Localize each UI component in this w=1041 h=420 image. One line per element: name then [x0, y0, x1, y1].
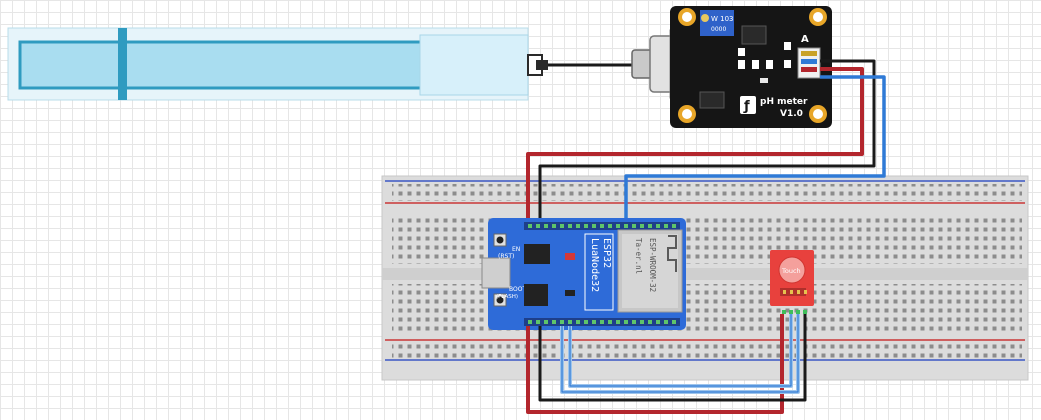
wifi-antenna-trace [667, 235, 677, 272]
esp32-brand-label: LuaNode32 [589, 238, 600, 292]
ph-meter-version: V1.0 [780, 109, 803, 119]
wires-ph-to-esp32 [526, 59, 886, 222]
regulator-chip [524, 244, 550, 264]
touch-pad-label: Touch [781, 267, 801, 275]
signal-type-label: A [801, 34, 809, 45]
probe-handle [419, 34, 529, 96]
boot-button-sublabel: (FLASH) [496, 294, 518, 300]
module-model-label: ESP-WROOM-32 [648, 238, 657, 292]
usb-connector [481, 257, 511, 289]
power-led [565, 253, 575, 260]
esp32-board: EN (RST) BOOT (FLASH) LuaNode32 ESP32 ES… [481, 218, 686, 330]
pot-label: W 103 [711, 15, 734, 23]
pot-sublabel: 0000 [711, 26, 726, 33]
bottom-power-rail [392, 343, 1022, 358]
esp32-model-label: ESP32 [601, 238, 612, 268]
upper-terminal-strip [392, 218, 1022, 264]
logo-glyph: ƒ [743, 99, 750, 114]
top-power-rail [392, 184, 1022, 201]
wire-red-module-vcc [526, 314, 784, 414]
usb-uart-chip [524, 284, 548, 306]
wires-esp32-to-module [526, 314, 807, 414]
touch-pad [778, 256, 806, 284]
module-vendor-label: Ta-er.nl [634, 238, 643, 274]
wire-blue-signal [624, 75, 886, 222]
dfrobot-logo [740, 96, 756, 114]
wire-black-module-gnd [538, 314, 807, 402]
breadboard [381, 175, 1029, 381]
wire-black-gnd [538, 59, 876, 222]
en-button-label: EN [512, 246, 520, 253]
boot-button-label: BOOT [509, 286, 526, 293]
en-button-sublabel: (RST) [498, 253, 514, 260]
bnc-connector [631, 49, 653, 79]
wire-red-vcc [526, 67, 864, 222]
lower-terminal-strip [392, 284, 1022, 332]
ph-probe [7, 27, 640, 101]
ph-meter-board: W 103 0000 A ƒ pH meter V1.0 [631, 6, 832, 128]
ph-meter-title: pH meter [760, 97, 808, 107]
probe-collar [118, 28, 127, 100]
center-channel [382, 268, 1028, 280]
probe-glass-tube [18, 40, 424, 90]
receiver-module: Touch [770, 250, 814, 314]
